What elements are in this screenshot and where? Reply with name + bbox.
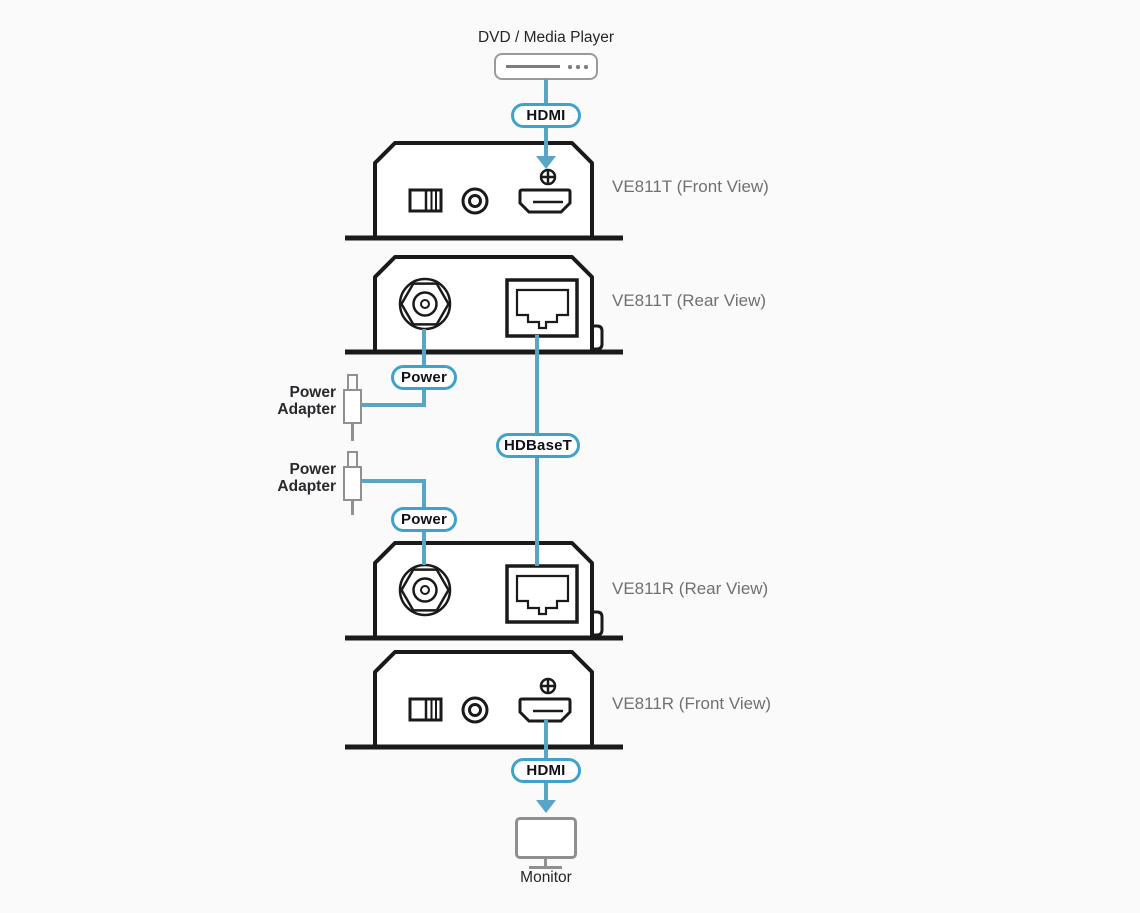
monitor-label: Monitor [520, 869, 572, 886]
device-label-rx-rear: VE811R (Rear View) [612, 579, 769, 598]
power-badge-1: Power [391, 365, 457, 390]
power-adapter-1-label-line2: Adapter [277, 401, 336, 418]
arrow-down-icon [536, 156, 556, 169]
monitor-icon [544, 858, 547, 867]
media-player-dot [576, 65, 580, 69]
device-ve811r-rear [345, 541, 623, 641]
source-device-label: DVD / Media Player [477, 29, 615, 46]
hdmi-port-icon [518, 697, 572, 723]
device-label-tx-rear: VE811T (Rear View) [612, 291, 767, 310]
power-adapter-2-label-line1: Power [289, 461, 336, 478]
monitor-icon [529, 866, 562, 869]
power-badge-2-label: Power [400, 511, 447, 528]
dip-switch-icon [408, 697, 443, 722]
power-badge-2: Power [391, 507, 457, 532]
device-ve811t-front [345, 141, 623, 241]
dip-switch-icon [408, 188, 443, 213]
power-adapter-1-icon [351, 424, 354, 441]
media-player-icon [494, 53, 598, 80]
power-adapter-2-label-line2: Adapter [277, 478, 336, 495]
hdmi-badge-bottom-label: HDMI [526, 762, 566, 779]
device-ve811t-rear [345, 255, 623, 355]
grounding-screw-icon [539, 168, 557, 186]
power-jack-icon [398, 277, 452, 331]
power-cable-line [361, 403, 426, 407]
ir-port-icon [461, 696, 489, 724]
power-adapter-1-label-line1: Power [289, 384, 336, 401]
rj45-port-icon [505, 564, 579, 624]
media-player-slot [506, 65, 560, 68]
power-adapter-2-icon [351, 501, 354, 515]
hdmi-cable-line [544, 79, 548, 104]
grounding-screw-icon [539, 677, 557, 695]
power-adapter-2-label: Power Adapter [236, 461, 336, 495]
power-badge-1-label: Power [400, 369, 447, 386]
hdmi-cable-line [544, 720, 548, 759]
hdmi-badge-top-label: HDMI [526, 107, 566, 124]
hdmi-badge-top: HDMI [511, 103, 581, 128]
hdbaset-badge: HDBaseT [496, 433, 580, 458]
rj45-port-icon [505, 278, 579, 338]
media-player-dot [584, 65, 588, 69]
device-label-rx-front: VE811R (Front View) [612, 694, 772, 713]
hdbaset-badge-label: HDBaseT [503, 437, 573, 454]
power-adapter-2-icon [343, 466, 362, 501]
monitor-icon [515, 817, 577, 859]
device-ve811r-front [345, 650, 623, 750]
arrow-down-icon [536, 800, 556, 813]
device-label-tx-front: VE811T (Front View) [612, 177, 769, 196]
ir-port-icon [461, 187, 489, 215]
hdmi-cable-line [544, 127, 548, 157]
hdmi-cable-line [544, 782, 548, 801]
power-adapter-1-label: Power Adapter [236, 384, 336, 418]
hdmi-badge-bottom: HDMI [511, 758, 581, 783]
media-player-dot [568, 65, 572, 69]
hdmi-port-icon [518, 188, 572, 214]
power-adapter-1-icon [343, 389, 362, 424]
power-jack-icon [398, 563, 452, 617]
power-cable-line [361, 479, 426, 483]
